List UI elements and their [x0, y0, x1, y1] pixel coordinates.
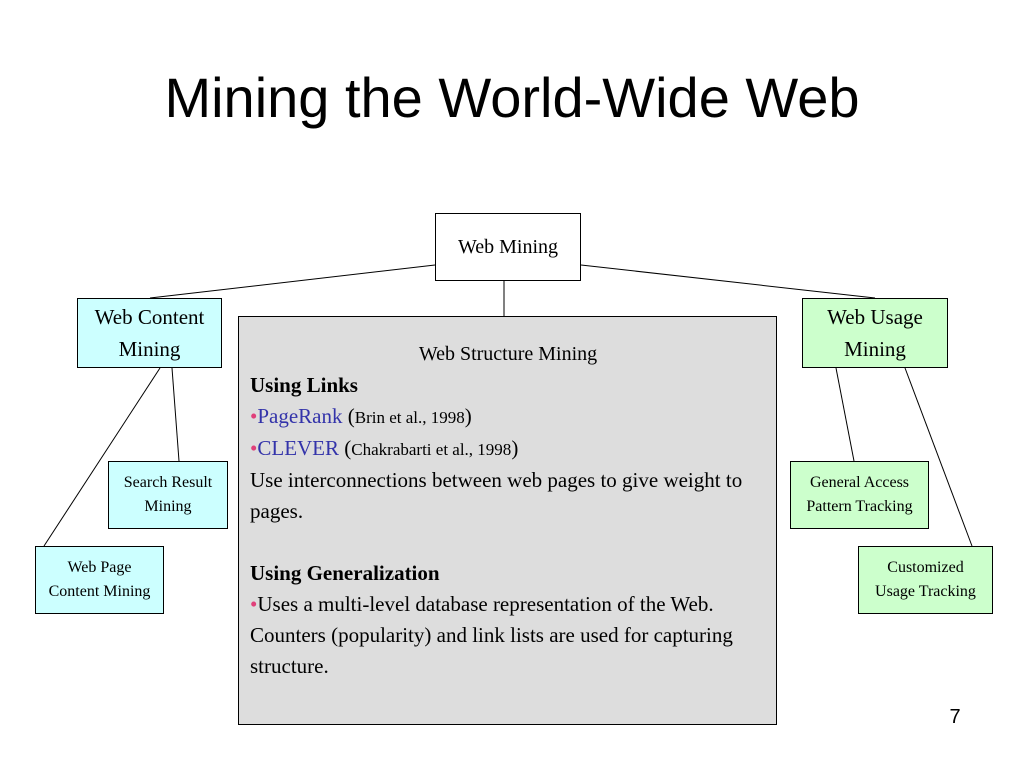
web-page-content-mining-label-1: Web Page	[67, 559, 132, 576]
connector-root-usage	[580, 264, 876, 299]
web-usage-mining-node: Web Usage Mining	[802, 298, 948, 368]
section-spacer	[250, 527, 766, 558]
connector-usage-customized	[904, 367, 973, 547]
general-access-label-2: Pattern Tracking	[806, 498, 913, 515]
pagerank-label: PageRank	[257, 404, 343, 428]
generalization-item: •Uses a multi-level database representat…	[250, 589, 766, 682]
web-structure-mining-heading: Web Structure Mining	[418, 343, 598, 365]
using-links-heading: Using Links	[250, 373, 358, 397]
using-generalization-heading: Using Generalization	[250, 561, 440, 585]
bullet-icon: •	[250, 436, 258, 460]
web-content-mining-node: Web Content Mining	[77, 298, 222, 368]
pagerank-item: •PageRank (Brin et al., 1998)	[250, 401, 766, 433]
connector-content-search	[171, 367, 180, 462]
search-result-mining-node: Search Result Mining	[108, 461, 228, 529]
slide-title: Mining the World-Wide Web	[164, 66, 860, 129]
bullet-icon: •	[250, 592, 258, 616]
generalization-text: Uses a multi-level database representati…	[250, 592, 733, 678]
search-result-mining-label-1: Search Result	[123, 474, 213, 491]
pagerank-open-paren: (	[342, 404, 355, 428]
web-mining-label: Web Mining	[457, 235, 559, 258]
links-description: Use interconnections between web pages t…	[250, 468, 743, 523]
customized-usage-label-1: Customized	[887, 559, 964, 576]
search-result-mining-label-2: Mining	[144, 498, 192, 515]
connector-root-content	[149, 264, 436, 299]
clever-close-paren: )	[511, 436, 519, 460]
connector-usage-general	[835, 367, 855, 462]
web-mining-node: Web Mining	[435, 213, 581, 281]
general-access-label-1: General Access	[809, 474, 910, 491]
web-usage-mining-label-1: Web Usage	[827, 305, 923, 329]
web-usage-mining-label-2: Mining	[844, 337, 906, 361]
web-page-content-mining-node: Web Page Content Mining	[35, 546, 164, 614]
web-content-mining-label-2: Mining	[118, 337, 181, 361]
general-access-pattern-tracking-node: General Access Pattern Tracking	[790, 461, 929, 529]
pagerank-citation: Brin et al., 1998	[354, 408, 465, 427]
web-page-content-mining-label-2: Content Mining	[48, 583, 151, 600]
page-number: 7	[949, 706, 961, 728]
clever-label: CLEVER	[257, 436, 340, 460]
clever-citation: Chakrabarti et al., 1998	[351, 440, 512, 459]
clever-item: •CLEVER (Chakrabarti et al., 1998)	[250, 433, 766, 465]
web-content-mining-label-1: Web Content	[94, 305, 205, 329]
customized-usage-label-2: Usage Tracking	[875, 583, 976, 600]
bullet-icon: •	[250, 404, 258, 428]
web-structure-mining-node: Web Structure Mining Using Links •PageRa…	[238, 316, 777, 725]
connector-content-webpage	[43, 367, 161, 547]
customized-usage-tracking-node: Customized Usage Tracking	[858, 546, 993, 614]
clever-open-paren: (	[339, 436, 352, 460]
pagerank-close-paren: )	[464, 404, 472, 428]
